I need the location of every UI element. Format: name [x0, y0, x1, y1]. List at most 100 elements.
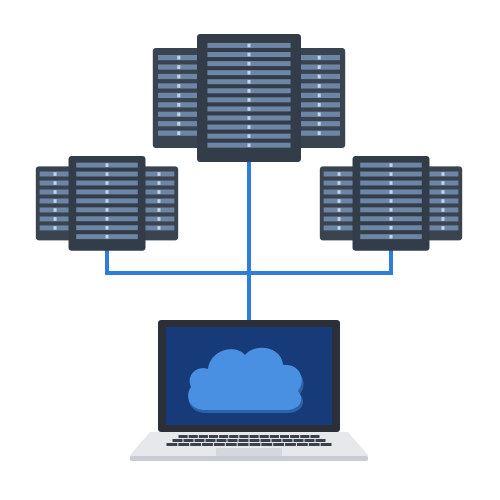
rack-led [247, 89, 251, 93]
rack-led [337, 208, 341, 212]
rack-led [53, 208, 57, 212]
rack-led [441, 208, 445, 212]
keyboard-key [320, 443, 332, 446]
connector-lines [105, 158, 393, 323]
rack-led [337, 226, 341, 230]
keyboard-key [273, 443, 285, 446]
keyboard-key [198, 435, 208, 438]
rack-led [247, 79, 251, 84]
keyboard-key [208, 435, 219, 438]
rack-led [247, 143, 251, 148]
laptop [130, 320, 368, 461]
rack-led [389, 225, 393, 230]
keyboard-key [216, 439, 227, 442]
keyboard-key [310, 435, 320, 438]
rack-led [157, 226, 161, 230]
keyboard-key [172, 439, 183, 442]
keyboard-key [293, 439, 304, 442]
rack-led [105, 217, 109, 221]
rack-led [177, 55, 181, 60]
rack-led [53, 172, 57, 176]
keyboard-key [183, 439, 194, 442]
rack-led [441, 217, 445, 221]
rack-led [441, 181, 445, 185]
rack-led [157, 190, 161, 194]
server-rack-back-left [35, 166, 75, 241]
rack-led [317, 84, 321, 88]
rack-led [177, 112, 181, 117]
rack-led [247, 43, 251, 48]
rack-led [389, 163, 393, 167]
rack-led [105, 225, 109, 230]
server-rack-front [197, 34, 301, 162]
rack-led [337, 181, 341, 185]
rack-led [157, 217, 161, 221]
rack-led [441, 190, 445, 194]
rack-led [317, 121, 321, 126]
keyboard-key [205, 439, 216, 442]
rack-led [317, 112, 321, 117]
keyboard-key [304, 439, 315, 442]
cloud-icon [188, 347, 304, 413]
rack-led [247, 116, 251, 120]
server-rack-back-left [152, 48, 205, 148]
keyboard-key [194, 439, 205, 442]
laptop-base-edge [130, 456, 368, 461]
keyboard-key [202, 443, 213, 446]
keyboard-key [213, 443, 225, 446]
keyboard-key [166, 443, 178, 446]
laptop-trackpad [216, 448, 282, 456]
keyboard-key [219, 435, 229, 438]
rack-led [105, 208, 109, 212]
rack-led [157, 172, 161, 176]
rack-led [53, 181, 57, 185]
rack-led [317, 74, 321, 79]
rack-led [441, 226, 445, 230]
keyboard-key [308, 443, 320, 446]
rack-led [441, 199, 445, 203]
keyboard-key [260, 439, 271, 442]
rack-led [177, 93, 181, 98]
rack-led [177, 84, 181, 88]
rack-led [389, 190, 393, 194]
keyboard-key [178, 435, 188, 438]
rack-led [53, 199, 57, 203]
rack-led [317, 65, 321, 69]
rack-led [177, 65, 181, 69]
rack-led [247, 134, 251, 138]
rack-led [337, 190, 341, 194]
rack-led [177, 74, 181, 79]
rack-led [105, 234, 109, 239]
keyboard-key [261, 443, 273, 446]
rack-led [247, 107, 251, 111]
rack-led [53, 217, 57, 221]
keyboard-key [285, 443, 296, 446]
rack-led [177, 102, 181, 107]
keyboard-key [229, 435, 239, 438]
rack-led [389, 217, 393, 221]
keyboard-key [239, 435, 249, 438]
rack-led [105, 163, 109, 167]
server-rack-back-right [293, 48, 346, 148]
rack-led [247, 125, 251, 129]
keyboard-key [249, 435, 259, 438]
connector-left-branch [105, 246, 251, 275]
keyboard-key [300, 435, 310, 438]
rack-led [247, 52, 251, 57]
rack-led [247, 61, 251, 66]
server-rack-back-left [319, 166, 359, 241]
rack-led [337, 217, 341, 221]
rack-led [157, 208, 161, 212]
keyboard-key [296, 443, 308, 446]
keyboard-key [279, 435, 290, 438]
rack-led [53, 226, 57, 230]
rack-led [317, 93, 321, 98]
connector-right-branch [247, 246, 393, 275]
rack-led [105, 190, 109, 194]
rack-led [317, 55, 321, 60]
rack-led [105, 181, 109, 185]
keyboard-key [238, 439, 249, 442]
rack-led [53, 190, 57, 194]
rack-led [157, 199, 161, 203]
